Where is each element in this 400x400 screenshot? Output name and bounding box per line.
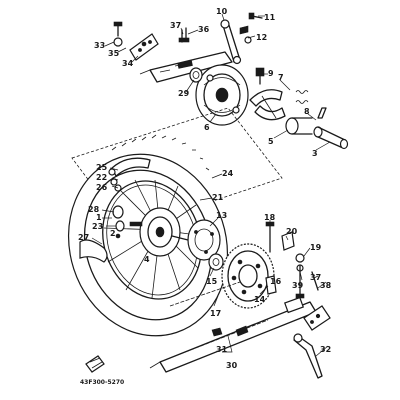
part-label-32: 32 [320, 345, 331, 354]
part-label-30: 30 [226, 361, 238, 370]
part-label-24: 24 [222, 169, 234, 178]
part-label-20: 20 [286, 227, 298, 236]
sprocket-hub [171, 219, 221, 261]
part-label-3: 3 [312, 149, 318, 158]
nut-16 [265, 275, 277, 295]
part-label-38-lower: 38 [320, 281, 332, 290]
wheel-hub [129, 207, 181, 257]
part-label-25: 25 [96, 163, 108, 172]
part-label-27: 27 [78, 233, 89, 242]
swingarm-upper [139, 51, 233, 83]
drive-chain [169, 281, 269, 355]
part-label-26: 26 [96, 183, 108, 192]
part-label-4: 4 [144, 255, 150, 264]
drawing-code: 43F300-5270 [80, 379, 124, 386]
part-label-7: 7 [278, 73, 284, 82]
part-label-19: 19 [310, 243, 322, 252]
part-label-39: 39 [292, 281, 304, 290]
bearing-15 [208, 253, 224, 271]
part-label-5: 5 [268, 137, 274, 146]
brake-shoes [249, 89, 286, 121]
chain-puller-upper [113, 21, 159, 61]
axle-collar [317, 107, 327, 119]
adjust-bolt-upper [178, 27, 190, 43]
chain-puller-lower [295, 265, 331, 331]
part-label-10: 10 [216, 7, 228, 16]
part-label-18: 18 [264, 213, 276, 222]
part-label-13: 13 [216, 211, 227, 220]
chain-joint [85, 355, 105, 373]
part-label-6: 6 [204, 123, 210, 132]
part-label-28: 28 [88, 205, 100, 214]
part-label-34: 34 [122, 59, 134, 68]
part-label-37-upper: 36 [198, 25, 210, 34]
brake-spring-2 [295, 100, 309, 104]
screw-9 [255, 67, 265, 85]
part-label-14: 14 [254, 295, 266, 304]
part-label-2: 2 [110, 229, 116, 238]
sprocket-bolt-18 [265, 221, 275, 253]
part-label-29: 29 [178, 89, 190, 98]
lock-washer-20 [281, 231, 295, 251]
part-label-23: 23 [92, 222, 103, 231]
part-label-15: 15 [206, 277, 218, 286]
part-label-17: 17 [210, 309, 221, 318]
part-label-11: 11 [264, 13, 276, 22]
brake-spring [295, 90, 309, 94]
brake-cam-lever [220, 19, 252, 65]
tensioner-bolt-32 [293, 333, 323, 379]
part-label-35: 35 [108, 49, 120, 58]
leader-lines [91, 13, 331, 357]
part-label-8: 8 [304, 107, 310, 116]
bolt-11 [248, 12, 263, 20]
part-label-37-lower: 37 [310, 273, 321, 282]
hub-small-parts [108, 168, 125, 239]
part-label-22: 22 [96, 173, 107, 182]
seal-29 [189, 67, 203, 83]
part-label-21: 21 [212, 193, 224, 202]
part-label-31: 31 [216, 345, 228, 354]
part-label-36: 33 [94, 41, 105, 50]
part-label-16: 16 [270, 277, 282, 286]
part-label-12: 12 [256, 33, 267, 42]
part-label-9: 9 [268, 69, 274, 78]
part-labels: 33 35 34 37 36 10 11 12 9 29 6 7 8 5 3 2… [78, 7, 332, 370]
wheel-spokes [103, 179, 205, 299]
part-label-38-upper: 37 [170, 21, 181, 30]
brake-shoe-plate [195, 64, 249, 126]
rear-sprocket [221, 243, 275, 309]
rim-band [79, 157, 151, 263]
rear-axle [285, 117, 349, 150]
part-label-1: 1 [96, 213, 102, 222]
